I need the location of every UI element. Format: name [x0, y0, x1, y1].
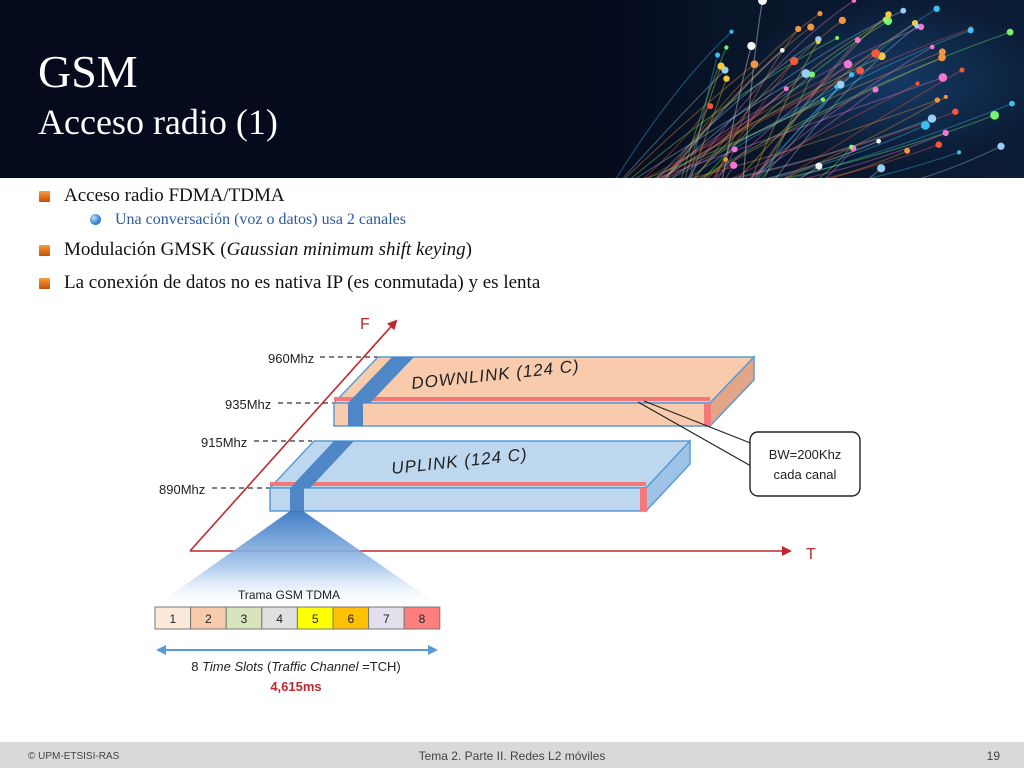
bullet-item: Acceso radio FDMA/TDMA	[39, 185, 285, 207]
time-axis-label: T	[806, 546, 816, 563]
time-slot-label: 1	[169, 612, 176, 626]
time-slot-label: 5	[312, 612, 319, 626]
callout-line-1: BW=200Khz	[769, 447, 842, 462]
orange-bullet-icon	[39, 278, 50, 289]
slide-footer: © UPM-ETSISI-RAS Tema 2. Parte II. Redes…	[0, 742, 1024, 768]
slide-subtitle: Acceso radio (1)	[38, 102, 278, 142]
bullet-item: Modulación GMSK (Gaussian minimum shift …	[39, 239, 472, 261]
time-slot-label: 3	[241, 612, 248, 626]
freq-label-915: 915Mhz	[201, 435, 247, 450]
uplink-band: UPLINK (124 C)	[268, 439, 692, 513]
time-slot-label: 8	[419, 612, 426, 626]
tdma-zoom-cone	[155, 511, 440, 606]
time-slots-caption: 8 Time Slots (Traffic Channel =TCH)	[191, 659, 401, 674]
sub-bullet-text: Una conversación (voz o datos) usa 2 can…	[115, 211, 406, 228]
bullet-item: La conexión de datos no es nativa IP (es…	[39, 272, 541, 294]
bullet-text-italic: Gaussian minimum shift keying	[226, 239, 466, 260]
frame-title: Trama GSM TDMA	[238, 588, 340, 602]
bullet-text-end: )	[465, 239, 472, 260]
orange-bullet-icon	[39, 191, 50, 202]
fiber-optics-image	[615, 0, 1015, 178]
frequency-axis	[189, 319, 398, 552]
slide-header: GSM Acceso radio (1)	[0, 0, 1024, 178]
frame-duration-label: 4,615ms	[270, 679, 321, 694]
tdma-frame: 1 2 3 4 5 6 7 8	[154, 606, 441, 630]
orange-bullet-icon	[39, 245, 50, 256]
freq-label-935: 935Mhz	[225, 397, 271, 412]
bullet-text-start: Modulación GMSK (	[64, 239, 227, 260]
blue-bullet-icon	[90, 214, 101, 225]
time-slot-label: 4	[276, 612, 283, 626]
bullet-text: La conexión de datos no es nativa IP (es…	[64, 272, 541, 293]
footer-copyright: © UPM-ETSISI-RAS	[28, 751, 120, 762]
slide-title: GSM	[38, 46, 138, 97]
footer-topic: Tema 2. Parte II. Redes L2 móviles	[418, 749, 606, 763]
time-slot-8	[403, 606, 441, 630]
downlink-band: DOWNLINK (124 C)	[332, 355, 756, 428]
frequency-axis-label: F	[360, 316, 370, 333]
freq-label-890: 890Mhz	[159, 482, 205, 497]
bullet-text: Acceso radio FDMA/TDMA	[64, 185, 285, 206]
freq-label-960: 960Mhz	[268, 351, 314, 366]
time-slot-label: 6	[347, 612, 354, 626]
time-slot-label: 2	[205, 612, 212, 626]
callout-line-2: cada canal	[774, 467, 837, 482]
header-background-image	[590, 0, 1024, 178]
page-number: 19	[986, 749, 1000, 763]
time-slot-label: 7	[383, 612, 390, 626]
sub-bullet-item: Una conversación (voz o datos) usa 2 can…	[90, 211, 406, 229]
bandwidth-callout: BW=200Khz cada canal	[637, 400, 861, 497]
